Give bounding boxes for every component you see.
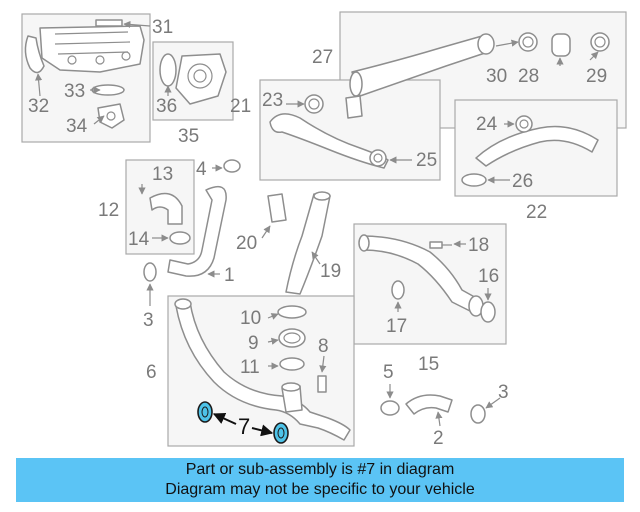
hose-2-part[interactable] [405, 394, 453, 415]
info-banner: Part or sub-assembly is #7 in diagram Di… [16, 458, 624, 502]
callout-32: 32 [28, 96, 49, 117]
manifold-gasket-part[interactable] [24, 35, 45, 74]
callout-15: 15 [418, 354, 439, 375]
banner-line-2: Diagram may not be specific to your vehi… [165, 481, 475, 498]
bracket-20-part[interactable] [267, 193, 287, 223]
callout-36: 36 [156, 96, 177, 117]
callout-16: 16 [478, 266, 499, 287]
seal-7a-part[interactable] [197, 401, 213, 423]
ring-9-part[interactable] [278, 328, 306, 348]
throttle-body-part[interactable] [175, 53, 227, 105]
clamp-29-part[interactable] [590, 32, 610, 52]
callout-25: 25 [416, 150, 437, 171]
banner-line-1: Part or sub-assembly is #7 in diagram [185, 461, 455, 478]
clamp-26-part[interactable] [461, 173, 487, 187]
callout-20: 20 [236, 233, 257, 254]
clamp-4-part[interactable] [223, 159, 241, 173]
seal-7b-part[interactable] [273, 422, 289, 444]
callout-6: 6 [146, 362, 157, 383]
callout-17: 17 [386, 316, 407, 337]
leader-lines [35, 20, 599, 437]
callout-3b: 3 [498, 382, 509, 403]
o-ring-3-part[interactable] [143, 262, 157, 282]
parts-diagram: 31 32 33 34 35 36 27 30 28 29 21 23 25 2… [21, 11, 627, 449]
callout-33: 33 [64, 81, 85, 102]
callout-35: 35 [178, 126, 199, 147]
callout-18: 18 [468, 235, 489, 256]
callout-30: 30 [486, 66, 507, 87]
pipe-assembly-6-part[interactable] [174, 298, 351, 441]
bolt-8-part[interactable] [317, 375, 327, 393]
callout-1: 1 [224, 265, 235, 286]
ring-10-part[interactable] [277, 305, 307, 319]
callout-5: 5 [383, 362, 394, 383]
callout-11: 11 [240, 357, 260, 378]
elbow-hose-13-part[interactable] [149, 192, 183, 225]
clamp-24-part[interactable] [515, 115, 533, 133]
callout-labels: 31 32 33 34 35 36 27 30 28 29 21 23 25 2… [28, 17, 607, 449]
callout-7: 7 [238, 414, 250, 439]
clamp-30-part[interactable] [518, 32, 538, 52]
grommet-17-part[interactable] [391, 280, 405, 300]
callout-10: 10 [240, 308, 261, 329]
callout-28: 28 [518, 66, 539, 87]
callout-3a: 3 [143, 310, 154, 331]
bolt-18-part[interactable] [429, 241, 452, 249]
intake-hose-22-part[interactable] [475, 125, 599, 167]
o-ring-3b-part[interactable] [470, 404, 486, 424]
callout-21: 21 [230, 96, 251, 117]
clamp-25-part[interactable] [369, 149, 387, 167]
charge-pipe-19-part[interactable] [285, 191, 331, 295]
callout-24: 24 [476, 114, 498, 135]
callout-22: 22 [526, 202, 547, 223]
o-ring-16-part[interactable] [480, 301, 496, 323]
throttle-gasket-part[interactable] [159, 53, 177, 87]
callout-4: 4 [196, 159, 207, 180]
clamp-23-part[interactable] [304, 94, 324, 114]
charge-air-pipe-part[interactable] [345, 33, 495, 119]
intercooler-hose-1-part[interactable] [167, 185, 227, 277]
clamp-14-part[interactable] [169, 231, 191, 245]
callout-8: 8 [318, 336, 329, 357]
intake-hose-21-part[interactable] [269, 113, 389, 169]
callout-19: 19 [320, 261, 341, 282]
callout-12: 12 [98, 200, 119, 221]
callout-31: 31 [152, 17, 173, 38]
hose-28-part[interactable] [551, 33, 571, 57]
callout-9: 9 [248, 333, 259, 354]
callout-26: 26 [512, 171, 533, 192]
callout-14: 14 [128, 229, 150, 250]
callout-13: 13 [152, 164, 173, 185]
clamp-5-part[interactable] [380, 400, 400, 416]
callout-29: 29 [586, 66, 607, 87]
callout-23: 23 [262, 90, 283, 111]
callout-27: 27 [312, 47, 333, 68]
callout-34: 34 [66, 116, 88, 137]
callout-2: 2 [433, 428, 444, 449]
clamp-11-part[interactable] [279, 357, 305, 371]
intake-manifold-part[interactable] [39, 19, 145, 73]
